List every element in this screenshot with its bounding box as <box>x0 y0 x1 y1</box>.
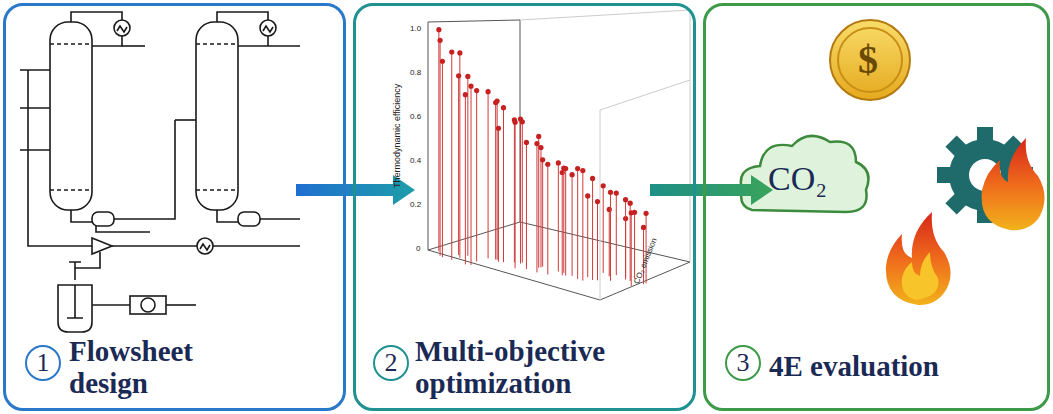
step-number: 3 <box>725 345 761 381</box>
stage-panel: 1Flowsheet design <box>3 3 346 411</box>
axis-title: CO₂ emission <box>632 237 659 286</box>
stage-panel: 2Multi-objective optimization <box>353 3 696 411</box>
step-number: 1 <box>25 345 61 381</box>
axis-tick: 0.4 <box>410 156 421 165</box>
step-title: 4E evaluation <box>769 350 1039 382</box>
step-title: Multi-objective optimization <box>415 335 675 400</box>
axis-tick: 0.2 <box>410 200 421 209</box>
flowsheet-drawing <box>20 12 300 332</box>
axis-tick: 0.8 <box>410 68 421 77</box>
axis-tick: 0 <box>416 244 420 253</box>
flow-arrow <box>650 175 773 205</box>
step-number: 2 <box>373 345 409 381</box>
cloud-text: CO₂ <box>768 160 827 198</box>
axis-title: Thermodynamic efficiency <box>392 84 402 188</box>
co2-cloud-icon <box>741 136 869 212</box>
pareto-chart <box>428 10 690 300</box>
coin-symbol: $ <box>858 36 878 83</box>
axis-tick: 0.6 <box>410 112 421 121</box>
step-title: Flowsheet design <box>69 335 229 400</box>
exergy-flame-icon <box>886 138 1045 305</box>
axis-tick: 1.0 <box>410 24 421 33</box>
economy-coin-icon <box>830 20 910 100</box>
